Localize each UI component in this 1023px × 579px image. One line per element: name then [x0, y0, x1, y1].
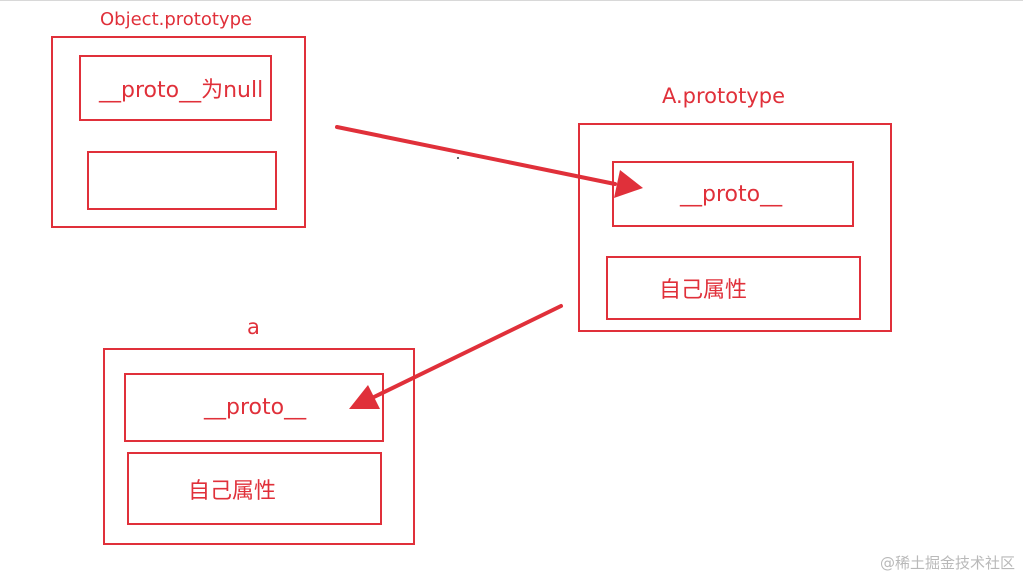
stray-dot: [457, 157, 459, 159]
a-prototype-own-props-slot: 自己属性: [606, 256, 861, 320]
instance-a-proto-label: __proto__: [204, 395, 307, 420]
instance-a-proto-slot: __proto__: [124, 373, 384, 442]
a-prototype-box: [578, 123, 892, 332]
a-prototype-title: A.prototype: [662, 84, 786, 108]
top-border-line: [0, 0, 1023, 1]
object-prototype-box: [51, 36, 306, 228]
instance-a-title: a: [247, 315, 260, 339]
watermark-text: @稀土掘金技术社区: [879, 554, 1015, 572]
instance-a-own-props-label: 自己属性: [188, 478, 277, 504]
object-prototype-proto-slot: __proto__为null: [79, 55, 272, 121]
a-prototype-proto-slot: __proto__: [612, 161, 854, 227]
a-prototype-own-props-label: 自己属性: [659, 278, 748, 303]
object-prototype-title: Object.prototype: [100, 9, 253, 30]
instance-a-box: [103, 348, 415, 545]
instance-a-own-props-slot: 自己属性: [127, 452, 382, 525]
a-prototype-proto-label: __proto__: [680, 181, 783, 207]
object-prototype-empty-slot: [87, 151, 277, 210]
object-prototype-proto-label: __proto__为null: [99, 78, 264, 103]
